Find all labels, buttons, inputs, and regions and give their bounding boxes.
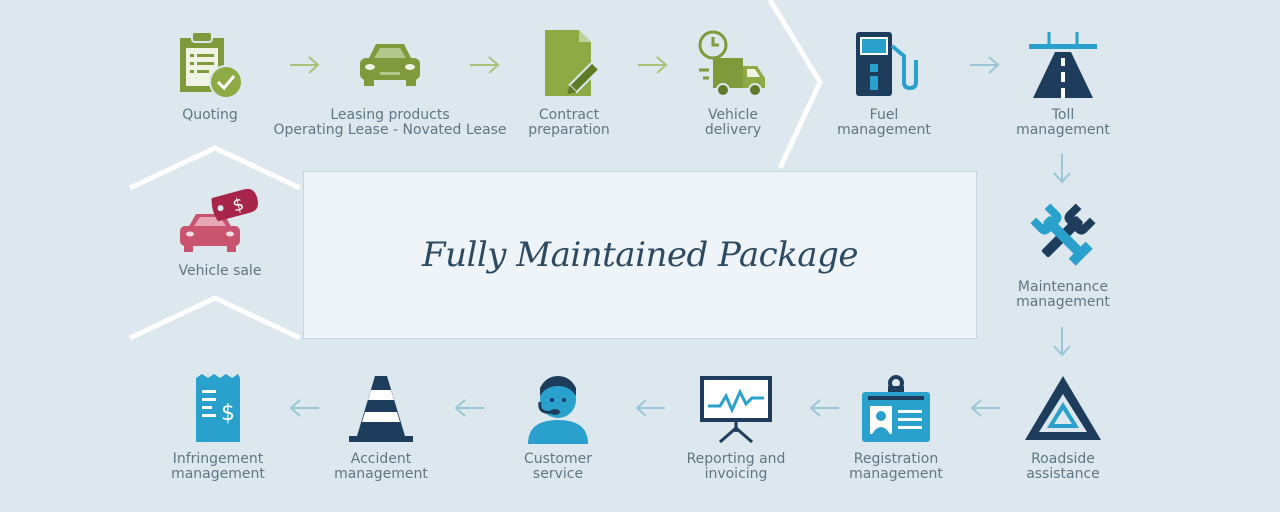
arrow-right-icon [970,56,1000,74]
step-quoting-label: Quoting [182,107,238,123]
step-accident-label-2: management [334,466,428,482]
svg-text:$: $ [221,401,235,426]
step-infringement: $ Infringement management [98,374,338,482]
step-infringement-label-2: management [171,466,265,482]
step-fuel-label-2: management [837,122,931,138]
headset-agent-icon [528,376,588,444]
step-customer-service: Customer service [438,374,678,482]
step-infringement-label-1: Infringement [172,451,264,467]
car-icon [360,44,420,86]
package-title-box: Fully Maintained Package [303,171,977,339]
arrow-down-icon [1053,327,1071,357]
arrow-down-icon [1053,154,1071,184]
arrow-right-icon [290,56,320,74]
step-toll-label-2: management [1016,122,1110,138]
step-contract: Contract preparation [449,30,689,138]
delivery-truck-clock-icon [698,30,765,97]
arrow-left-icon [635,399,665,417]
step-registration: Registration management [776,374,1016,482]
step-accident-label-1: Accident [350,451,412,467]
step-contract-label-1: Contract [538,107,600,123]
step-maintenance-label-1: Maintenance [1017,279,1109,295]
step-leasing-products: Leasing products Operating Lease - Novat… [270,30,510,138]
svg-text:$: $ [231,194,247,216]
arrow-right-icon [638,56,668,74]
step-reporting: Reporting and invoicing [616,374,856,482]
step-contract-label-2: preparation [528,122,610,138]
step-leasing-label-2: Operating Lease - Novated Lease [273,122,507,138]
step-accident: Accident management [261,374,501,482]
step-toll: Toll management [943,30,1183,138]
step-quoting: Quoting [90,30,330,123]
arrow-left-icon [809,399,839,417]
step-delivery-label-1: Vehicle [707,107,759,123]
step-vehicle-delivery: Vehicle delivery [613,30,853,138]
toll-road-icon [1029,32,1097,98]
arrow-left-icon [970,399,1000,417]
fuel-pump-icon [856,32,918,96]
car-price-tag-icon: $ [180,188,259,252]
step-roadside-label-1: Roadside [1031,451,1095,467]
step-toll-label-1: Toll [1051,107,1075,123]
step-reporting-label-2: invoicing [704,466,768,482]
arrow-left-icon [289,399,319,417]
arrow-left-icon [454,399,484,417]
package-title: Fully Maintained Package [422,235,858,275]
step-delivery-label-2: delivery [704,122,762,138]
step-vehicle-sale: $ Vehicle sale [100,186,340,279]
step-fuel-label-1: Fuel [869,107,899,123]
wrench-crossed-icon [1030,203,1096,266]
step-registration-label-1: Registration [853,451,939,467]
step-maintenance: Maintenance management [943,200,1183,310]
document-pen-icon [545,30,601,96]
step-roadside: Roadside assistance [943,374,1183,482]
receipt-dollar-icon: $ [196,374,240,442]
clipboard-check-icon [180,31,243,99]
chart-board-icon [700,376,772,444]
step-sale-label: Vehicle sale [178,263,262,279]
step-maintenance-label-2: management [1016,294,1110,310]
warning-triangle-icon [1025,376,1101,440]
step-registration-label-2: management [849,466,943,482]
traffic-cone-icon [349,376,413,442]
step-customer-label-2: service [532,466,584,482]
step-leasing-label-1: Leasing products [330,107,450,123]
step-roadside-label-2: assistance [1026,466,1100,482]
id-card-icon [862,375,930,442]
step-reporting-label-1: Reporting and [686,451,786,467]
step-fuel: Fuel management [764,30,1004,138]
arrow-right-icon [470,56,500,74]
step-customer-label-1: Customer [523,451,592,467]
